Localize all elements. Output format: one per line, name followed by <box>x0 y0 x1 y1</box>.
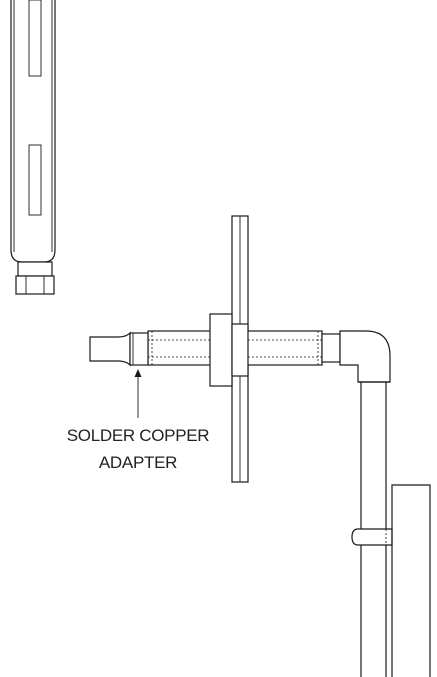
callout-label-line1: SOLDER COPPER <box>67 426 210 445</box>
escutcheon-flange <box>209 313 249 387</box>
solder-copper-adapter <box>89 331 149 367</box>
compression-nut <box>15 261 55 295</box>
tube-slot-upper <box>28 0 42 77</box>
supply-tube <box>10 0 56 263</box>
callout-label-line2: ADAPTER <box>99 453 177 472</box>
lower-wall-board <box>391 484 431 677</box>
callout-arrow <box>134 369 142 418</box>
pipe-clamp <box>351 528 393 546</box>
elbow-fitting <box>321 330 391 383</box>
tube-slot-lower <box>28 144 42 216</box>
